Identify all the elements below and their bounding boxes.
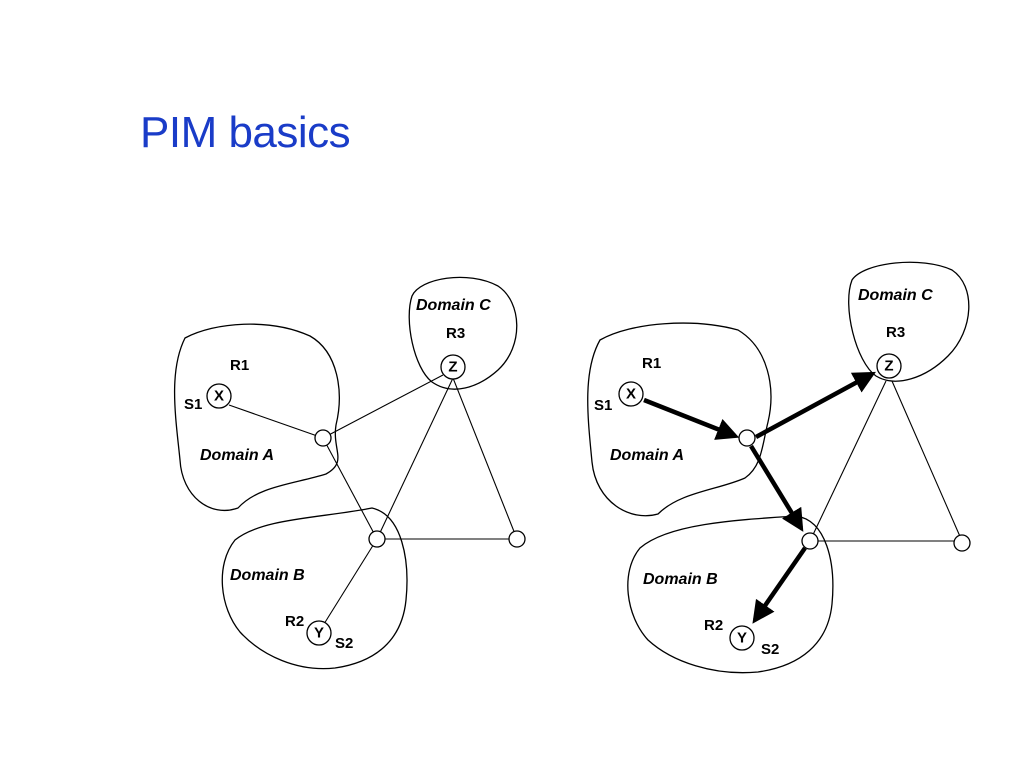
left-node-z <box>440 354 466 380</box>
left-link-b-y <box>318 538 378 633</box>
left-label-s2: S2 <box>335 635 353 652</box>
right-path-x-a <box>643 397 740 440</box>
right-router-b <box>801 532 819 550</box>
left-link-x-a <box>228 404 324 439</box>
left-domain-a-outline <box>173 323 340 512</box>
right-domain-b-outline <box>627 515 834 674</box>
right-domain-c-outline <box>848 261 970 382</box>
right-router-e <box>953 534 971 552</box>
right-router-a <box>738 429 756 447</box>
left-label-s1: S1 <box>184 396 202 413</box>
right-path-a-z <box>754 371 876 439</box>
right-node-x-label: X <box>626 386 636 403</box>
right-domain-a-outline <box>587 322 772 517</box>
right-path-a-b <box>749 444 804 532</box>
left-node-x-label: X <box>214 388 224 405</box>
right-link-z-e <box>891 380 963 542</box>
left-router-a <box>314 429 332 447</box>
slide-title: PIM basics <box>140 108 351 157</box>
left-link-a-z <box>322 374 444 439</box>
right-label-domain-a: Domain A <box>610 447 684 464</box>
left-domain-b-outline <box>221 507 408 670</box>
left-link-a-b <box>322 437 378 540</box>
right-node-y-label: Y <box>737 630 747 647</box>
left-label-r2: R2 <box>285 613 304 630</box>
right-node-z-label: Z <box>884 358 893 375</box>
left-node-x <box>206 383 232 409</box>
right-label-r1: R1 <box>642 355 661 372</box>
right-label-r2: R2 <box>704 617 723 634</box>
left-link-b-z <box>376 377 454 540</box>
left-node-y-label: Y <box>314 625 324 642</box>
right-label-r3: R3 <box>886 324 905 341</box>
left-label-domain-c: Domain C <box>416 297 491 314</box>
left-label-domain-b: Domain B <box>230 567 305 584</box>
left-label-r1: R1 <box>230 357 249 374</box>
left-domain-c-outline <box>408 276 518 390</box>
left-label-r3: R3 <box>446 325 465 342</box>
right-node-z <box>876 353 902 379</box>
right-label-domain-c: Domain C <box>858 287 933 304</box>
right-label-s2: S2 <box>761 641 779 658</box>
left-link-z-e <box>452 377 518 540</box>
left-router-b <box>368 530 386 548</box>
left-label-domain-a: Domain A <box>200 447 274 464</box>
right-node-x <box>618 381 644 407</box>
right-path-b-y <box>752 546 807 624</box>
right-diagram: X Z Y R1 S1 Domain A Domain C R3 Domain … <box>587 261 971 674</box>
left-node-y <box>306 620 332 646</box>
left-node-z-label: Z <box>448 359 457 376</box>
right-label-s1: S1 <box>594 397 612 414</box>
right-link-b-z <box>809 380 887 542</box>
left-router-e <box>508 530 526 548</box>
right-label-domain-b: Domain B <box>643 571 718 588</box>
left-diagram: X Z Y R1 S1 Domain A Domain C R3 Domain … <box>173 276 526 670</box>
right-node-y <box>729 625 755 651</box>
